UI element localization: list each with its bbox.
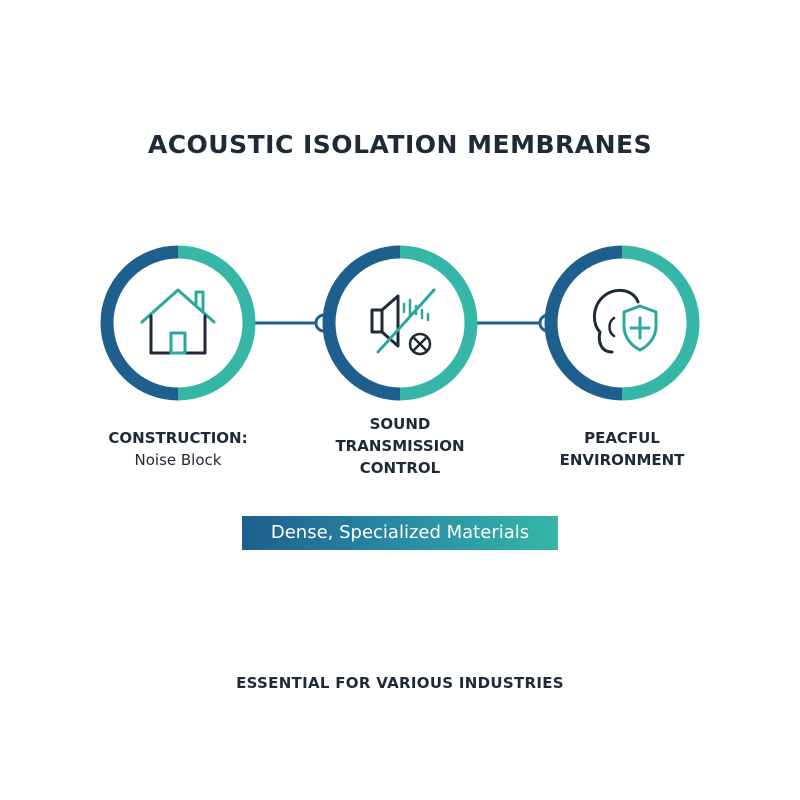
step-label-line: ENVIRONMENT bbox=[559, 451, 685, 469]
step-label-line: Noise Block bbox=[134, 451, 222, 469]
step-ring-peaceful-environment bbox=[544, 245, 700, 401]
page-title: ACOUSTIC ISOLATION MEMBRANES bbox=[147, 130, 653, 159]
step-label-peaceful-environment: PEACFUL ENVIRONMENT bbox=[522, 427, 722, 471]
speaker-muted-icon bbox=[370, 288, 436, 356]
step-label-line: PEACFUL bbox=[584, 429, 660, 447]
step-label-line: SOUND bbox=[369, 415, 431, 433]
footer-text: ESSENTIAL FOR VARIOUS INDUSTRIES bbox=[236, 674, 564, 692]
materials-banner: Dense, Specialized Materials bbox=[242, 516, 558, 550]
step-label-construction: CONSTRUCTION: Noise Block bbox=[78, 427, 278, 471]
step-label-sound-transmission: SOUND TRANSMISSION CONTROL bbox=[300, 413, 500, 479]
step-label-line: TRANSMISSION bbox=[335, 437, 465, 455]
step-ring-construction bbox=[100, 245, 256, 401]
step-label-line: CONTROL bbox=[359, 459, 441, 477]
ear-shield-icon bbox=[593, 288, 658, 354]
step-ring-sound-transmission bbox=[322, 245, 478, 401]
house-icon bbox=[140, 288, 216, 355]
step-label-line: CONSTRUCTION: bbox=[108, 429, 248, 447]
